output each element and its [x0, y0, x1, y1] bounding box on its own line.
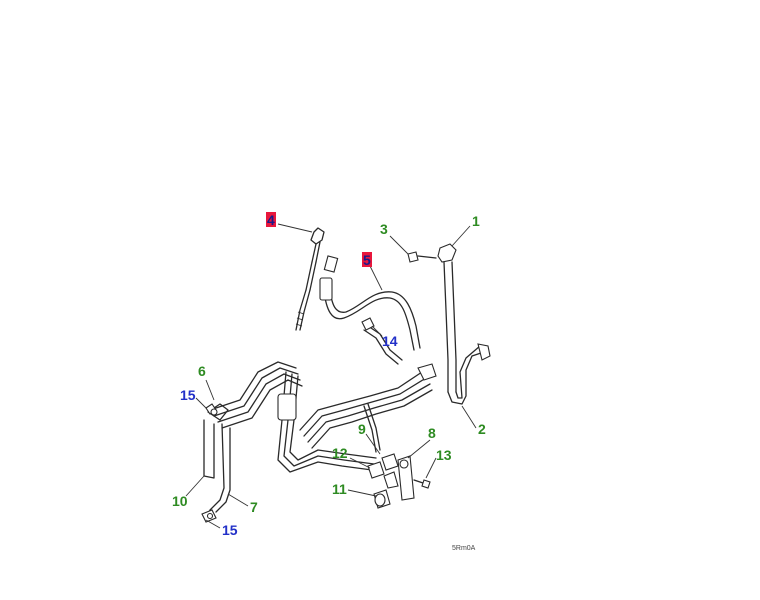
callout-8: 8 — [428, 425, 436, 441]
part-10-bracket — [203, 403, 229, 479]
part-7-bracket — [201, 423, 231, 523]
callout-1: 1 — [472, 213, 480, 229]
callout-14: 14 — [382, 333, 398, 349]
callout-10: 10 — [172, 493, 188, 509]
reference-code: 5Rm0A — [452, 545, 476, 552]
part-5-pipe — [319, 277, 421, 365]
callout-7: 7 — [250, 499, 258, 515]
part-13-bolt — [413, 479, 431, 489]
part-4-rod — [295, 227, 339, 331]
part-1-bracket — [407, 243, 491, 405]
callout-5: 5 — [363, 252, 371, 268]
callout-11: 11 — [332, 481, 347, 497]
callout-9: 9 — [358, 421, 366, 437]
part-11-fitting — [373, 489, 391, 509]
callout-4: 4 — [267, 212, 275, 228]
part-8-clamp — [367, 453, 415, 501]
callout-13: 13 — [436, 447, 452, 463]
callout-3: 3 — [380, 221, 388, 237]
callout-15-lower: 15 — [222, 522, 238, 538]
callout-6: 6 — [198, 363, 206, 379]
main-tube-assembly — [209, 361, 437, 473]
callout-12: 12 — [332, 445, 348, 461]
callout-2: 2 — [478, 421, 486, 437]
callout-15-upper: 15 — [180, 387, 196, 403]
callout-4-highlight — [266, 212, 276, 227]
callout-5-highlight — [362, 252, 372, 267]
leader-lines — [185, 223, 477, 529]
